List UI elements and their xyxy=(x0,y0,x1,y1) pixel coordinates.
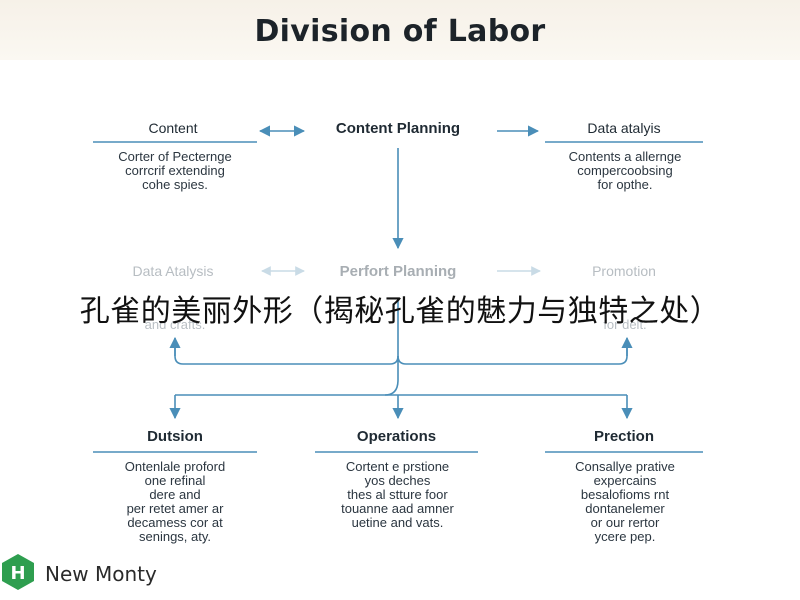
desc-line: besalofioms rnt xyxy=(580,487,670,502)
desc-line: dontanelemer xyxy=(585,501,665,516)
desc-line: dere and xyxy=(149,487,201,502)
desc-line: and crafts. xyxy=(144,317,206,332)
desc-line: for delt. xyxy=(603,317,647,332)
node-mid-right-title: Promotion xyxy=(592,263,656,279)
desc-line: ycere pep. xyxy=(594,529,656,544)
desc-line: for opthe. xyxy=(597,177,653,192)
bus-left-corner xyxy=(384,379,399,396)
desc-line: one refinal xyxy=(144,473,206,488)
logo-letter: H xyxy=(10,563,25,584)
node-mid-left-desc: and crafts. xyxy=(85,318,265,332)
node-content-desc: Corter of Pecternge corrcrif extending c… xyxy=(85,150,265,192)
desc-line: Corter of Pecternge xyxy=(118,149,232,164)
desc-line: cohe spies. xyxy=(142,177,208,192)
title-band xyxy=(0,0,800,60)
desc-line: or our rertor xyxy=(590,515,660,530)
desc-line: Cortent e prstione xyxy=(345,459,450,474)
node-mid-center-title: Perfort Planning xyxy=(339,263,457,280)
desc-line: Contents a allernge xyxy=(568,149,682,164)
node-content-title: Content xyxy=(148,120,198,136)
desc-line: decamess cor at xyxy=(127,515,223,530)
hub-left-curve xyxy=(174,345,399,365)
diagram-title: Division of Labor xyxy=(254,14,546,49)
desc-line: expercains xyxy=(593,473,657,488)
node-content-planning-title: Content Planning xyxy=(335,120,461,137)
node-dutsion-title: Dutsion xyxy=(147,428,203,445)
desc-line: yos deches xyxy=(364,473,431,488)
node-dutsion-desc: Ontenlale proford one refinal dere and p… xyxy=(85,460,265,544)
node-prection-desc: Consallye prative expercains besalofioms… xyxy=(535,460,715,544)
desc-line: Ontenlale proford xyxy=(124,459,226,474)
node-mid-right-desc: for delt. xyxy=(535,318,715,332)
overlay-caption: 孔雀的美丽外形（揭秘孔雀的魅力与独特之处） xyxy=(79,294,721,329)
brand-name: New Monty xyxy=(45,562,157,586)
desc-line: touanne aad amner xyxy=(341,501,454,516)
desc-line: Consallye prative xyxy=(575,459,675,474)
node-prection-title: Prection xyxy=(593,428,654,445)
brand-logo-icon: H xyxy=(2,554,34,590)
node-data-analysis-desc: Contents a allernge compercoobsing for o… xyxy=(535,150,715,192)
node-mid-left-title: Data Atalysis xyxy=(132,263,214,279)
node-data-analysis-title: Data atalyis xyxy=(587,120,661,136)
node-operations-title: Operations xyxy=(356,428,437,445)
hub-right-curve xyxy=(397,345,628,365)
desc-line: senings, aty. xyxy=(138,529,212,544)
desc-line: corrcrif extending xyxy=(125,163,225,178)
desc-line: compercoobsing xyxy=(577,163,673,178)
node-operations-desc: Cortent e prstione yos deches thes al st… xyxy=(305,460,490,530)
desc-line: uetine and vats. xyxy=(351,515,444,530)
desc-line: thes al stture foor xyxy=(347,487,448,502)
desc-line: per retet amer ar xyxy=(126,501,224,516)
